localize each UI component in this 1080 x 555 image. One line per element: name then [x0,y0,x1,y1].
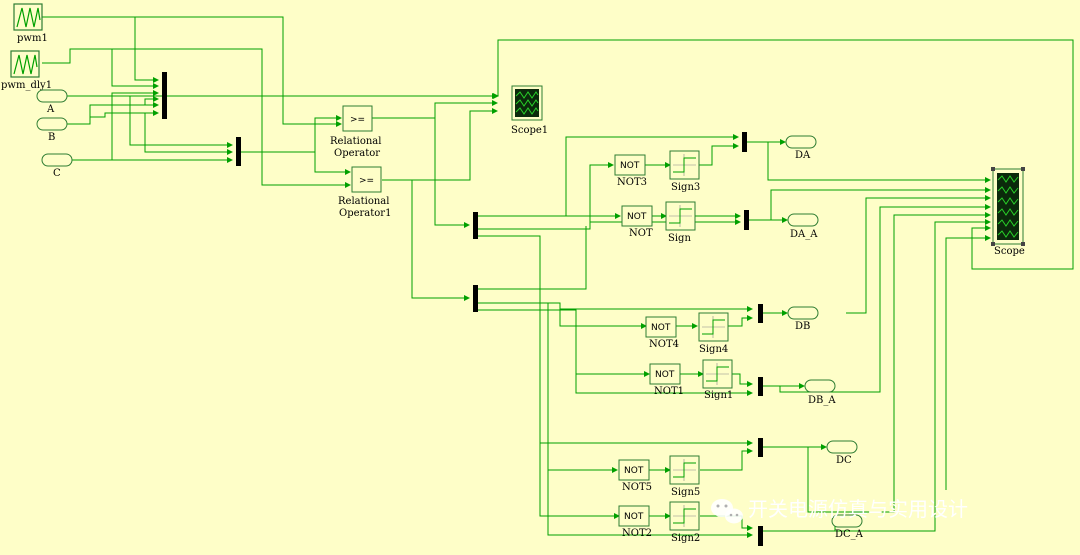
pwm1-label: pwm1 [17,33,48,44]
mux-bar-1[interactable] [162,72,167,119]
sign1-label: Sign1 [704,390,733,401]
output-port-dc-label: DC [836,455,852,466]
output-port-db-label: DB [795,321,810,332]
not4-label: NOT4 [649,339,679,350]
scope1-block[interactable] [511,85,543,121]
not4-block[interactable]: NOT [645,316,677,338]
wechat-icon [711,499,743,524]
mux-bar-da[interactable] [742,132,747,152]
svg-text:>=: >= [350,115,365,125]
not-label: NOT [629,228,653,239]
input-port-c[interactable] [41,153,73,167]
relational-operator1[interactable]: >= [351,166,382,193]
svg-text:NOT: NOT [655,370,675,380]
watermark-text: 开关电源仿真与实用设计 [748,497,968,521]
sign5-block[interactable] [669,455,700,485]
watermark: 开关电源仿真与实用设计 [711,497,968,524]
mux-bar-db-a[interactable] [758,377,763,396]
input-port-b-label: B [48,132,55,143]
sign1-block[interactable] [702,359,733,389]
svg-text:NOT: NOT [624,466,644,476]
demux-bar-1[interactable] [473,212,478,239]
not2-block[interactable]: NOT [618,505,650,527]
output-port-da-label: DA [795,150,811,161]
relational-operator[interactable]: >= [342,105,373,132]
input-port-a[interactable] [36,89,68,103]
not3-label: NOT3 [617,177,647,188]
svg-text:NOT: NOT [627,212,647,222]
output-port-da-a-label: DA_A [790,229,818,240]
demux-bar-2[interactable] [473,285,478,312]
svg-text:>=: >= [359,176,374,186]
output-port-dc-a-label: DC_A [835,529,864,540]
sign-block[interactable] [665,201,696,231]
output-port-dc[interactable] [826,440,858,454]
not1-label: NOT1 [654,386,684,397]
scope1-label: Scope1 [511,125,548,136]
pwm1-source[interactable] [13,3,43,31]
pwm-dly1-source[interactable] [10,50,40,78]
mux-bar-da-a[interactable] [744,210,749,230]
pwm-dly1-label: pwm_dly1 [1,80,52,91]
relational-operator-label-1: Relational [330,136,381,147]
sign5-label: Sign5 [671,487,700,498]
input-port-a-label: A [46,104,55,115]
sign2-label: Sign2 [671,533,700,544]
sign4-label: Sign4 [699,344,728,355]
sign3-block[interactable] [669,150,700,180]
input-port-c-label: C [53,168,61,179]
sign2-block[interactable] [669,501,700,531]
mux-bar-db[interactable] [758,304,763,323]
not5-block[interactable]: NOT [618,459,650,481]
sign3-label: Sign3 [671,182,700,193]
scope-label: Scope [994,246,1025,257]
mux-bar-dc[interactable] [758,438,763,457]
signal-wires [42,16,1074,538]
relational-operator1-label-1: Relational [338,196,389,207]
sign4-block[interactable] [698,312,729,342]
output-port-dc-a[interactable] [831,514,863,528]
not-block[interactable]: NOT [621,205,653,227]
relational-operator1-label-2: Operator1 [339,208,391,219]
not3-block[interactable]: NOT [614,154,646,176]
input-port-b[interactable] [36,117,68,131]
scope-block[interactable] [991,167,1025,246]
output-port-db-a-label: DB_A [808,395,836,406]
svg-text:NOT: NOT [620,161,640,171]
svg-text:NOT: NOT [651,323,671,333]
relational-operator-label-2: Operator [334,148,380,159]
not1-block[interactable]: NOT [649,363,681,385]
output-port-da-a[interactable] [787,213,819,227]
mux-bar-2[interactable] [236,137,241,166]
svg-text:NOT: NOT [624,512,644,522]
output-port-da[interactable] [785,135,817,149]
output-port-db-a[interactable] [804,379,836,393]
sign-label: Sign [668,233,691,244]
output-port-db[interactable] [787,306,819,320]
not5-label: NOT5 [622,482,652,493]
mux-bar-dc-a[interactable] [758,526,763,546]
not2-label: NOT2 [622,528,652,539]
